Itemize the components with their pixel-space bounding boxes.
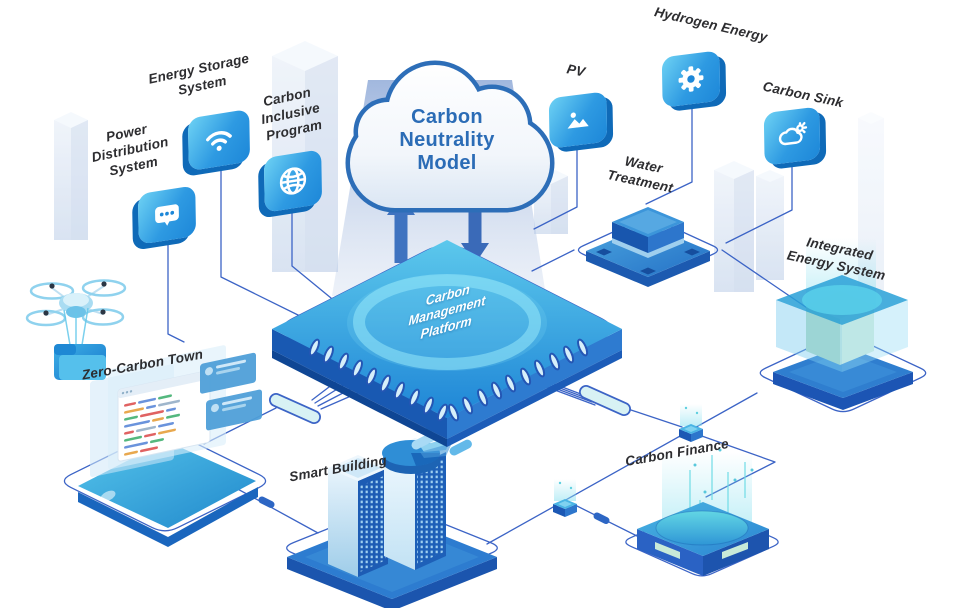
code-lines xyxy=(124,394,180,456)
drone-icon xyxy=(25,279,127,346)
zero-carbon-town-device xyxy=(78,345,262,547)
pill-connector-left xyxy=(269,393,321,424)
module-tile-pv xyxy=(548,91,608,149)
line-bead xyxy=(258,496,275,508)
module-tile-hydrogen xyxy=(661,50,721,108)
download-arrow-icon xyxy=(461,196,489,264)
wifi-icon xyxy=(202,120,236,160)
carbon-management-chip xyxy=(272,240,622,447)
cloud-title: Carbon Neutrality Model xyxy=(399,106,495,174)
gear-icon xyxy=(675,61,707,97)
chat-bubble-icon xyxy=(151,196,183,233)
water-treatment-platform xyxy=(586,207,710,287)
globe-icon xyxy=(276,161,310,201)
notification-card xyxy=(200,352,256,394)
line-bead xyxy=(593,512,610,524)
folder-icon xyxy=(54,344,106,380)
pie-chart xyxy=(382,437,452,474)
photo-icon xyxy=(562,102,594,138)
module-tile-carbon-sink xyxy=(763,106,821,166)
module-tile-power-distribution xyxy=(137,185,197,245)
carbon-finance-platform xyxy=(637,448,769,576)
module-tile-energy-storage xyxy=(187,108,251,172)
node-cube xyxy=(553,479,577,517)
notification-card xyxy=(206,389,262,431)
node-cube xyxy=(679,404,703,442)
module-tile-carbon-inclusive xyxy=(263,149,323,213)
cloud-sun-icon xyxy=(775,117,809,155)
pill-connector-right xyxy=(579,385,631,416)
integrated-energy-cube xyxy=(773,238,913,410)
cloud-shape xyxy=(345,60,555,213)
